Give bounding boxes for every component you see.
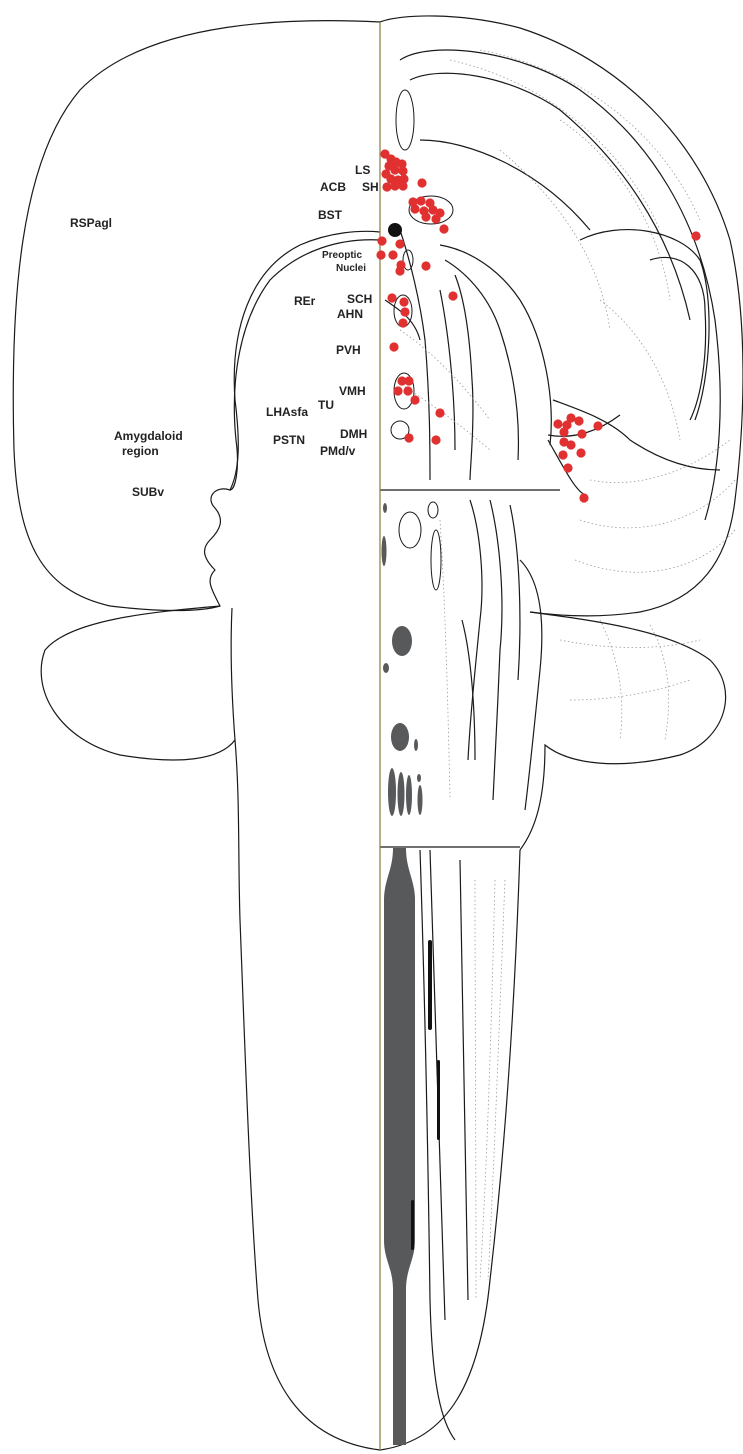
label-amygdaloid-1: Amygdaloid <box>114 429 183 443</box>
labeled-cell-dot <box>691 231 700 240</box>
region-labels: RSPagl Amygdaloid region SUBv LS ACB SH … <box>70 163 379 499</box>
labeled-cell-dot <box>577 429 586 438</box>
labeled-cell-dot <box>421 212 430 221</box>
labeled-cell-dot <box>377 236 386 245</box>
label-vmh: VMH <box>339 384 366 398</box>
labeled-cell-dot <box>553 419 562 428</box>
label-pstn: PSTN <box>273 433 305 447</box>
label-tu: TU <box>318 398 334 412</box>
label-ahn: AHN <box>337 307 363 321</box>
labeled-cell-dot <box>410 395 419 404</box>
dotted-contours <box>395 50 735 1300</box>
labeled-cell-dot <box>431 435 440 444</box>
labeled-cell-dot <box>387 293 396 302</box>
label-ls: LS <box>355 163 370 177</box>
labeled-cell-dot <box>389 342 398 351</box>
labeled-cell-dot <box>579 493 588 502</box>
labeled-cell-dot <box>400 307 409 316</box>
labeled-cell-dot <box>421 261 430 270</box>
labeled-cell-dot <box>593 421 602 430</box>
left-hemisphere-outline <box>13 21 380 1450</box>
labeled-cell-dot <box>566 440 575 449</box>
label-sh: SH <box>362 180 379 194</box>
label-preoptic-1: Preoptic <box>322 250 362 261</box>
labeled-cell-dot <box>558 450 567 459</box>
label-sch: SCH <box>347 292 372 306</box>
label-rer: REr <box>294 294 316 308</box>
labeled-cell-dot <box>399 297 408 306</box>
label-preoptic-2: Nuclei <box>336 263 366 274</box>
labeled-cell-dot <box>395 239 404 248</box>
labeled-cell-dot <box>417 178 426 187</box>
right-hemisphere-outline <box>380 16 743 1450</box>
labeled-cell-dot <box>404 433 413 442</box>
labeled-cell-dot <box>398 318 407 327</box>
label-dmh: DMH <box>340 427 367 441</box>
labeled-cell-dot <box>410 204 419 213</box>
labeled-cell-dot <box>390 181 399 190</box>
labeled-cell-dot <box>403 386 412 395</box>
labeled-cell-dot <box>388 250 397 259</box>
labeled-cell-dot <box>393 386 402 395</box>
labeled-cells <box>376 149 700 502</box>
labeled-cell-dot <box>563 463 572 472</box>
labeled-cell-dot <box>376 250 385 259</box>
labeled-cell-dot <box>574 416 583 425</box>
labeled-cell-dot <box>398 181 407 190</box>
label-amygdaloid-2: region <box>122 444 159 458</box>
label-subv: SUBv <box>132 485 164 499</box>
label-pvh: PVH <box>336 343 361 357</box>
labeled-cell-dot <box>395 266 404 275</box>
labeled-cell-dot <box>576 448 585 457</box>
labeled-cell-dot <box>398 166 407 175</box>
label-pmdv: PMd/v <box>320 444 356 458</box>
labeled-cell-dot <box>404 376 413 385</box>
label-rspagl: RSPagl <box>70 216 112 230</box>
labeled-cell-dot <box>559 427 568 436</box>
labeled-cell-dot <box>448 291 457 300</box>
label-lhasfa: LHAsfa <box>266 405 308 419</box>
label-bst: BST <box>318 208 343 222</box>
labeled-cell-dot <box>390 165 399 174</box>
labeled-cell-dot <box>416 196 425 205</box>
labeled-cell-dot <box>435 408 444 417</box>
labeled-cell-dot <box>382 182 391 191</box>
labeled-cell-dot <box>431 214 440 223</box>
label-acb: ACB <box>320 180 346 194</box>
labeled-cell-dot <box>439 224 448 233</box>
ventricles <box>382 503 423 1445</box>
